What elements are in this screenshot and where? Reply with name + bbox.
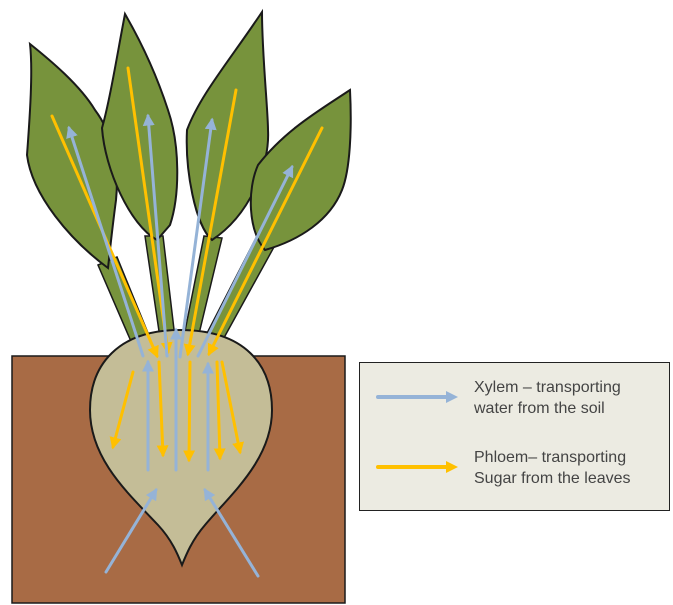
legend: Xylem – transporting water from the soil…: [359, 362, 670, 511]
legend-item-xylem: Xylem – transporting water from the soil: [360, 373, 671, 433]
legend-phloem-line1: Phloem– transporting: [474, 447, 669, 468]
legend-label-phloem: Phloem– transporting Sugar from the leav…: [474, 447, 669, 489]
legend-label-xylem: Xylem – transporting water from the soil: [474, 377, 669, 419]
phloem-arrow-icon: [376, 460, 460, 474]
phloem-arrow: [189, 362, 190, 460]
xylem-arrow-icon: [376, 390, 460, 404]
leaves: [27, 12, 351, 268]
legend-xylem-line1: Xylem – transporting: [474, 377, 669, 398]
legend-phloem-line2: Sugar from the leaves: [474, 468, 669, 489]
legend-xylem-line2: water from the soil: [474, 398, 669, 419]
legend-item-phloem: Phloem– transporting Sugar from the leav…: [360, 443, 671, 503]
